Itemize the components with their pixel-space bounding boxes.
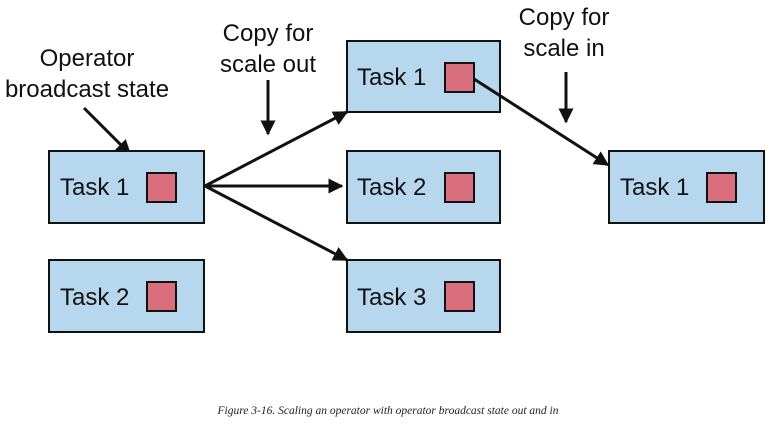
broadcast-state-arrow [82,106,132,156]
scale-out-copy-arrow-to-task-1 [204,110,349,188]
annotation-scale-in: Copy for scale in [519,4,610,124]
task-label: Task 1 [357,64,426,91]
task-label: Task 1 [60,174,129,201]
broadcast-state-square [444,281,475,312]
annotation-broadcast-line-2: broadcast state [5,76,169,103]
task-label: Task 3 [357,284,426,311]
broadcast-state-square [146,281,177,312]
task-original-1: Task 1 [48,150,205,224]
broadcast-state-square [146,172,177,203]
task-original-2: Task 2 [48,259,205,333]
annotation-scale-out-line-1: Copy for [223,20,314,47]
task-box [48,150,205,224]
task-box [608,150,765,224]
task-label: Task 1 [620,174,689,201]
annotation-broadcast-state: Operator broadcast state [5,45,169,156]
broadcast-state-square [444,62,475,93]
scale-in-copy-arrow [473,77,610,167]
task-scaled-out-2: Task 2 [346,150,501,224]
annotation-scale-in-line-2: scale in [523,35,604,62]
annotation-broadcast-line-1: Operator [40,45,135,72]
annotation-scale-in-line-1: Copy for [519,4,610,31]
task-label: Task 2 [60,284,129,311]
annotation-scale-out: Copy for scale out [220,20,316,136]
broadcast-state-square [706,172,737,203]
scale-out-copy-arrow-to-task-3 [204,184,349,262]
broadcast-state-square [444,172,475,203]
annotation-scale-out-line-2: scale out [220,51,316,78]
task-box [48,259,205,333]
task-scaled-in-1: Task 1 [608,150,765,224]
task-label: Task 2 [357,174,426,201]
task-scaled-out-1: Task 1 [346,40,501,113]
figure-caption: Figure 3-16. Scaling an operator with op… [217,405,559,417]
task-scaled-out-3: Task 3 [346,259,501,333]
